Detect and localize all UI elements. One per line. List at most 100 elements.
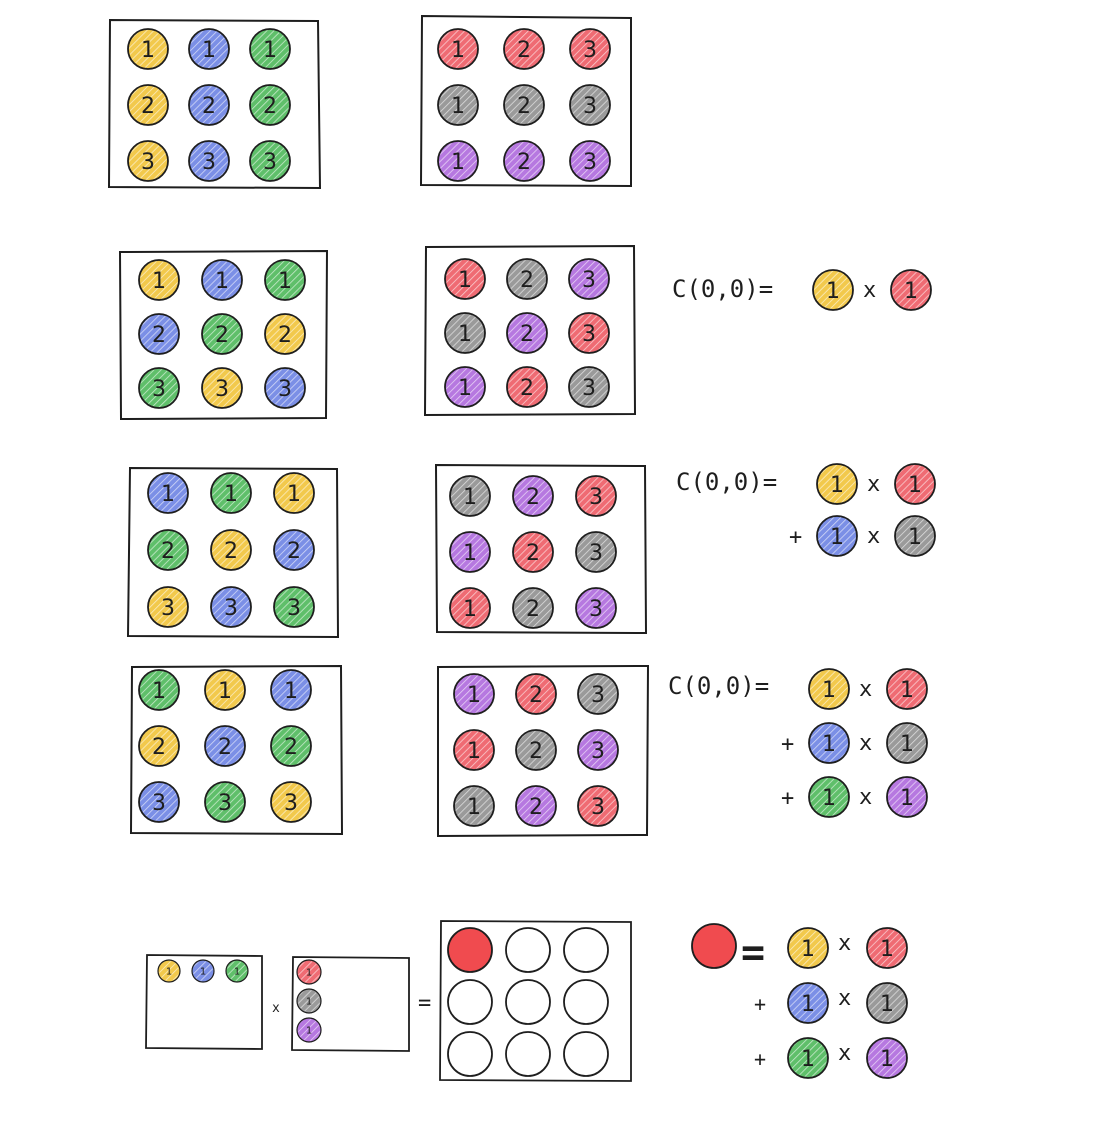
g-eq2-right-1-label: 1 xyxy=(908,525,922,550)
result-matrix xyxy=(447,927,609,1077)
m2b-cell-1-0: 1 xyxy=(444,312,486,354)
bottom-eq-plus-1: + xyxy=(754,992,766,1016)
m3b-cell-0-0: 1 xyxy=(449,475,491,517)
m1b-cell-2-1-label: 2 xyxy=(517,150,531,175)
m2b-cell-0-1: 2 xyxy=(506,258,548,300)
m4b-cell-0-0-label: 1 xyxy=(467,683,481,708)
m2a-cell-2-1-label: 3 xyxy=(215,377,229,402)
m3b-cell-2-0-label: 1 xyxy=(463,597,477,622)
m4a-cell-1-1-label: 2 xyxy=(218,735,232,760)
g-eq1-right-0-label: 1 xyxy=(904,279,918,304)
g-eq3-right-1-label: 1 xyxy=(900,732,914,757)
m2a-cell-0-2-label: 1 xyxy=(278,269,292,294)
m1b-cell-0-2: 3 xyxy=(569,28,611,70)
m2b-cell-1-1-label: 2 xyxy=(520,322,534,347)
g-eq3-left-2-label: 1 xyxy=(822,786,836,811)
m4a-cell-1-2-label: 2 xyxy=(284,735,298,760)
matrix-frame-m2b xyxy=(423,244,637,417)
m3a-cell-2-1-label: 3 xyxy=(224,596,238,621)
m2b-cell-1-1: 2 xyxy=(506,312,548,354)
g-eq3-plus-2: + xyxy=(781,786,794,811)
g-eq1-left-0: 1 xyxy=(812,269,854,311)
m1a-cell-0-0: 1 xyxy=(127,28,169,70)
m4a-cell-0-0: 1 xyxy=(138,669,180,711)
g-eq2-times-0: x xyxy=(867,472,880,497)
m1a-cell-2-1: 3 xyxy=(188,140,230,182)
bottom-col-cell-1-label: 1 xyxy=(306,997,312,1008)
equation-label-2: C(0,0)= xyxy=(676,468,777,496)
bottom-eq-left-1: 1 xyxy=(787,982,829,1024)
m4b-cell-1-2-label: 3 xyxy=(591,739,605,764)
g-eq3-plus-1: + xyxy=(781,732,794,757)
g-eq2-left-1-label: 1 xyxy=(830,525,844,550)
matrix-frame-m2a xyxy=(118,249,329,421)
m3a-cell-2-2-label: 3 xyxy=(287,596,301,621)
g-eq2-right-1: 1 xyxy=(894,515,936,557)
m2b-cell-2-1: 2 xyxy=(506,366,548,408)
m1b-cell-1-0-label: 1 xyxy=(451,94,465,119)
g-eq2-right-0-label: 1 xyxy=(908,473,922,498)
m4a-cell-2-1-label: 3 xyxy=(218,791,232,816)
bottom-eq-plus-2: + xyxy=(754,1047,766,1071)
g-eq3-right-2-label: 1 xyxy=(900,786,914,811)
result-cell-2-1 xyxy=(505,1031,551,1077)
m4a-cell-2-2-label: 3 xyxy=(284,791,298,816)
m2a-cell-1-2: 2 xyxy=(264,313,306,355)
g-eq3-left-2: 1 xyxy=(808,776,850,818)
m4a-cell-1-1: 2 xyxy=(204,725,246,767)
m2b-cell-2-1-label: 2 xyxy=(520,376,534,401)
m3a-cell-2-0-label: 3 xyxy=(161,596,175,621)
m1a-cell-1-1-label: 2 xyxy=(202,94,216,119)
m2b-cell-0-0-label: 1 xyxy=(458,268,472,293)
m4a-cell-0-2: 1 xyxy=(270,669,312,711)
bottom-row-cell-2-label: 1 xyxy=(234,967,240,978)
g-eq2-times-1: x xyxy=(867,524,880,549)
result-cell-0-1 xyxy=(505,927,551,973)
m2a-cell-1-1: 2 xyxy=(201,313,243,355)
m2b-cell-0-2: 3 xyxy=(568,258,610,300)
g-eq3-right-2: 1 xyxy=(886,776,928,818)
m3a-cell-2-1: 3 xyxy=(210,586,252,628)
bottom-col-cell-1: 1 xyxy=(296,988,322,1014)
m1b-cell-1-2: 3 xyxy=(569,84,611,126)
m4a-cell-0-1: 1 xyxy=(204,669,246,711)
m1b-cell-0-0: 1 xyxy=(437,28,479,70)
m1a-cell-2-0-label: 3 xyxy=(141,150,155,175)
m1b-cell-2-2: 3 xyxy=(569,140,611,182)
m1b-cell-1-2-label: 3 xyxy=(583,94,597,119)
m1a-cell-1-2: 2 xyxy=(249,84,291,126)
g-eq3-left-1-label: 1 xyxy=(822,732,836,757)
m3b-cell-2-0: 1 xyxy=(449,587,491,629)
m2a-cell-2-0: 3 xyxy=(138,367,180,409)
m2b-cell-2-0: 1 xyxy=(444,366,486,408)
m1a-cell-0-2-label: 1 xyxy=(263,38,277,63)
result-cell-2-0 xyxy=(447,1031,493,1077)
m4a-cell-2-0-label: 3 xyxy=(152,791,166,816)
g-eq2-right-0: 1 xyxy=(894,463,936,505)
bottom-frame-result xyxy=(439,920,632,1082)
bottom-eq-left-1-label: 1 xyxy=(801,992,815,1017)
m4a-cell-0-2-label: 1 xyxy=(284,679,298,704)
bottom-eq-right-2-label: 1 xyxy=(880,1047,894,1072)
m1a-cell-0-1-label: 1 xyxy=(202,38,216,63)
m2a-cell-1-0-label: 2 xyxy=(152,323,166,348)
m2a-cell-0-1: 1 xyxy=(201,259,243,301)
result-cell-highlight xyxy=(691,923,737,969)
result-cell-0-0 xyxy=(447,927,493,973)
m3a-cell-2-0: 3 xyxy=(147,586,189,628)
m2a-cell-2-0-label: 3 xyxy=(152,377,166,402)
g-eq1-times-0: x xyxy=(863,278,876,303)
m4b-cell-1-0-label: 1 xyxy=(467,739,481,764)
m2b-cell-0-1-label: 2 xyxy=(520,268,534,293)
m2a-cell-0-2: 1 xyxy=(264,259,306,301)
m4a-cell-1-2: 2 xyxy=(270,725,312,767)
m2a-cell-0-1-label: 1 xyxy=(215,269,229,294)
m3a-cell-0-1: 1 xyxy=(210,472,252,514)
